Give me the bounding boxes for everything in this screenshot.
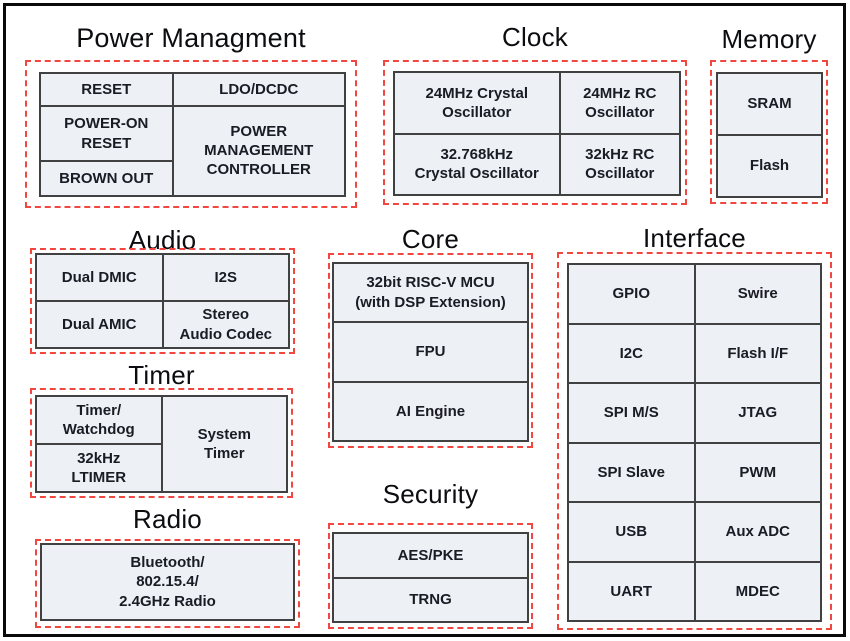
block-brown-out: BROWN OUT [41, 162, 172, 195]
audio-section-title: Audio [128, 225, 197, 255]
block-trng: TRNG [334, 578, 527, 621]
block-stereo-audio-codec: Stereo Audio Codec [163, 302, 288, 347]
audio-section-group: Dual DMIC I2S Dual AMIC Stereo Audio Cod… [30, 248, 295, 354]
clock-section-title: Clock [501, 22, 568, 52]
timer-section-title: Timer [128, 360, 195, 390]
security-section-group: AES/PKE TRNG [328, 523, 533, 629]
block-system-timer: System Timer [162, 397, 286, 491]
block-reset: RESET [41, 74, 172, 105]
memory-block-table: SRAM Flash [716, 72, 823, 198]
memory-section-group: SRAM Flash [710, 60, 828, 204]
block-usb: USB [569, 503, 694, 561]
block-riscv-mcu: 32bit RISC-V MCU (with DSP Extension) [334, 264, 527, 322]
interface-section-title: Interface [643, 223, 746, 253]
block-swire: Swire [695, 265, 820, 323]
security-section-title: Security [382, 479, 479, 509]
power-section-group: RESET LDO/DCDC POWER-ON RESET POWER MANA… [25, 60, 357, 208]
block-aes-pke: AES/PKE [334, 534, 527, 577]
clock-section-group: 24MHz Crystal Oscillator 24MHz RC Oscill… [383, 60, 687, 205]
block-power-management-controller: POWER MANAGEMENT CONTROLLER [173, 106, 344, 195]
block-gpio: GPIO [569, 265, 694, 323]
block-dual-amic: Dual AMIC [37, 302, 162, 347]
block-flash-if: Flash I/F [695, 324, 820, 382]
block-dual-dmic: Dual DMIC [37, 255, 162, 300]
timer-section-group: Timer/ Watchdog System Timer 32kHz LTIME… [30, 388, 293, 498]
block-spi-slave: SPI Slave [569, 443, 694, 501]
interface-block-table: GPIO Swire I2C Flash I/F SPI M/S JTAG SP… [567, 263, 822, 622]
block-jtag: JTAG [695, 384, 820, 442]
block-i2s: I2S [163, 255, 288, 300]
block-aux-adc: Aux ADC [695, 503, 820, 561]
block-timer-watchdog: Timer/ Watchdog [37, 397, 161, 443]
core-block-table: 32bit RISC-V MCU (with DSP Extension) FP… [332, 262, 529, 442]
block-uart: UART [569, 562, 694, 620]
block-spi-ms: SPI M/S [569, 384, 694, 442]
block-24mhz-crystal-oscillator: 24MHz Crystal Oscillator [395, 73, 559, 133]
audio-block-table: Dual DMIC I2S Dual AMIC Stereo Audio Cod… [35, 253, 290, 349]
block-ldo-dcdc: LDO/DCDC [173, 74, 344, 105]
interface-section-group: GPIO Swire I2C Flash I/F SPI M/S JTAG SP… [557, 252, 832, 630]
power-section-title: Power Managment [76, 23, 306, 53]
block-mdec: MDEC [695, 562, 820, 620]
block-bluetooth-radio: Bluetooth/ 802.15.4/ 2.4GHz Radio [42, 545, 293, 619]
memory-section-title: Memory [721, 24, 817, 54]
clock-block-table: 24MHz Crystal Oscillator 24MHz RC Oscill… [393, 71, 681, 196]
core-section-group: 32bit RISC-V MCU (with DSP Extension) FP… [328, 253, 533, 448]
block-32768khz-crystal-oscillator: 32.768kHz Crystal Oscillator [395, 134, 559, 194]
power-block-table: RESET LDO/DCDC POWER-ON RESET POWER MANA… [39, 72, 346, 197]
block-32khz-ltimer: 32kHz LTIMER [37, 445, 161, 491]
core-section-title: Core [401, 224, 460, 254]
block-ai-engine: AI Engine [334, 382, 527, 440]
block-power-on-reset: POWER-ON RESET [41, 106, 172, 161]
block-flash: Flash [718, 136, 821, 196]
diagram-outer-border [3, 3, 846, 637]
block-32khz-rc-oscillator: 32kHz RC Oscillator [560, 134, 679, 194]
block-fpu: FPU [334, 323, 527, 381]
timer-block-table: Timer/ Watchdog System Timer 32kHz LTIME… [35, 395, 288, 493]
block-24mhz-rc-oscillator: 24MHz RC Oscillator [560, 73, 679, 133]
radio-section-title: Radio [133, 504, 202, 534]
radio-block-table: Bluetooth/ 802.15.4/ 2.4GHz Radio [40, 543, 295, 621]
block-i2c: I2C [569, 324, 694, 382]
block-pwm: PWM [695, 443, 820, 501]
security-block-table: AES/PKE TRNG [332, 532, 529, 623]
block-sram: SRAM [718, 74, 821, 134]
radio-section-group: Bluetooth/ 802.15.4/ 2.4GHz Radio [35, 539, 300, 628]
